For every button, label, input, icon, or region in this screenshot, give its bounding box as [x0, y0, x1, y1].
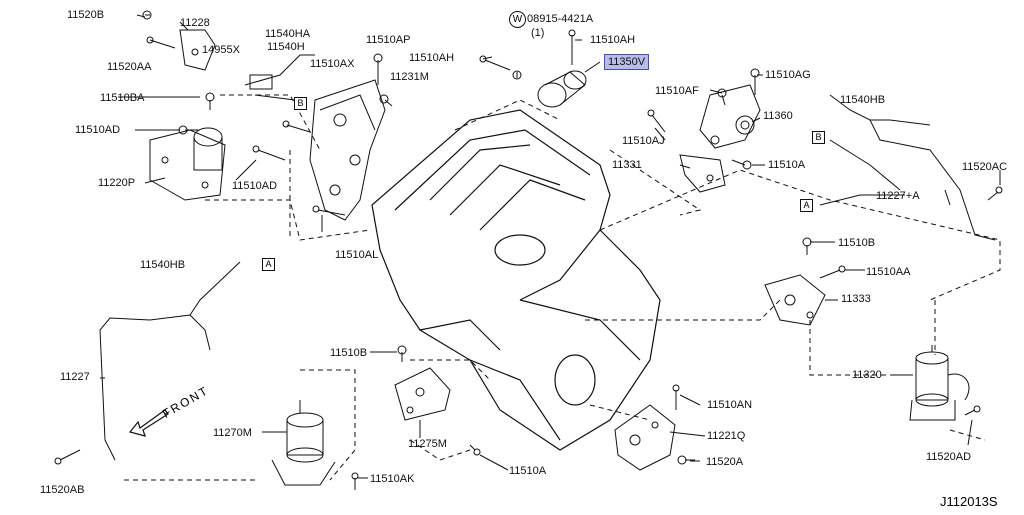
- mount-11221q: [614, 404, 676, 471]
- label-11231m: 11231M: [390, 71, 429, 83]
- label-quantity: (1): [531, 27, 545, 39]
- ref-tag-b-right: B: [812, 131, 825, 144]
- bracket-11228: [179, 29, 216, 71]
- label-11227: 11227: [60, 371, 90, 383]
- label-11510b-2: 11510B: [330, 347, 368, 359]
- label-11510ad-1: 11510AD: [75, 124, 121, 136]
- label-11510ah-right: 11510AH: [590, 34, 636, 46]
- label-11520ac: 11520AC: [962, 161, 1008, 173]
- rh-mount-bracket: [149, 127, 226, 201]
- ref-tag-b-upper: B: [294, 97, 307, 110]
- bracket-11275m: [394, 367, 451, 421]
- label-14955x: 14955X: [202, 44, 240, 56]
- label-11221q: 11221Q: [707, 430, 746, 442]
- label-11270m: 11270M: [213, 427, 252, 439]
- label-08915-4421a: 08915-4421A: [527, 13, 594, 25]
- label-11510b-1: 11510B: [838, 237, 876, 249]
- bracket-11331: [679, 154, 726, 193]
- label-11333: 11333: [841, 293, 871, 305]
- leader-lines: [120, 94, 1001, 481]
- label-11520a: 11520A: [706, 456, 744, 468]
- label-leaders: [100, 14, 1001, 479]
- label-11350v-selected[interactable]: 11350V: [604, 54, 650, 70]
- label-11510a-1: 11510A: [768, 159, 806, 171]
- ref-tag-a-left: A: [262, 258, 275, 271]
- label-11510al: 11510AL: [335, 249, 379, 261]
- bracket-11333: [764, 274, 826, 326]
- diagram-code: J112013S: [940, 494, 998, 509]
- label-11275m: 11275M: [408, 438, 447, 450]
- harness-11540h: [244, 54, 315, 101]
- label-11510an: 11510AN: [707, 399, 753, 411]
- label-11510ap: 11510AP: [366, 34, 411, 46]
- label-11510a-2: 11510A: [509, 465, 547, 477]
- label-11227a: 11227+A: [876, 190, 920, 202]
- label-11510ak: 11510AK: [370, 473, 415, 485]
- engine-block: [371, 109, 661, 451]
- mount-11320: [909, 345, 970, 421]
- label-11510ag: 11510AG: [765, 69, 811, 81]
- label-11331: 11331: [612, 159, 642, 171]
- label-11360: 11360: [763, 110, 793, 122]
- bracket-11360: [699, 84, 761, 149]
- label-11220p: 11220P: [98, 177, 136, 189]
- label-11320: 11320: [852, 369, 882, 381]
- hose-11227: [99, 261, 241, 461]
- front-arrow: [128, 409, 169, 437]
- harness-11540hb: [819, 139, 905, 206]
- label-11540hb-2: 11540HB: [140, 259, 186, 271]
- mount-11270m: [271, 400, 336, 486]
- label-11540h: 11540H: [267, 41, 305, 53]
- label-11540ha: 11540HA: [265, 28, 311, 40]
- label-11510aj: 11510AJ: [622, 135, 665, 147]
- washer-icon: W: [509, 11, 526, 28]
- label-11510ax: 11510AX: [310, 58, 355, 70]
- label-11510ah-left: 11510AH: [409, 52, 455, 64]
- bolts: [54, 10, 1003, 490]
- mount-11350v: [537, 70, 587, 108]
- label-11510af: 11510AF: [655, 85, 699, 97]
- ref-tag-a-right: A: [800, 199, 813, 212]
- label-11520aa: 11520AA: [107, 61, 152, 73]
- label-11520ab: 11520AB: [40, 484, 85, 496]
- upper-bracket: [309, 79, 386, 221]
- hose-11227a: [829, 94, 996, 241]
- label-11510aa: 11510AA: [866, 266, 911, 278]
- label-11510ad-2: 11510AD: [232, 180, 278, 192]
- label-11520ad: 11520AD: [926, 451, 972, 463]
- label-11228: 11228: [180, 17, 210, 29]
- label-11540hb-1: 11540HB: [840, 94, 886, 106]
- label-11510ba: 11510BA: [100, 92, 145, 104]
- label-11520b: 11520B: [67, 9, 105, 21]
